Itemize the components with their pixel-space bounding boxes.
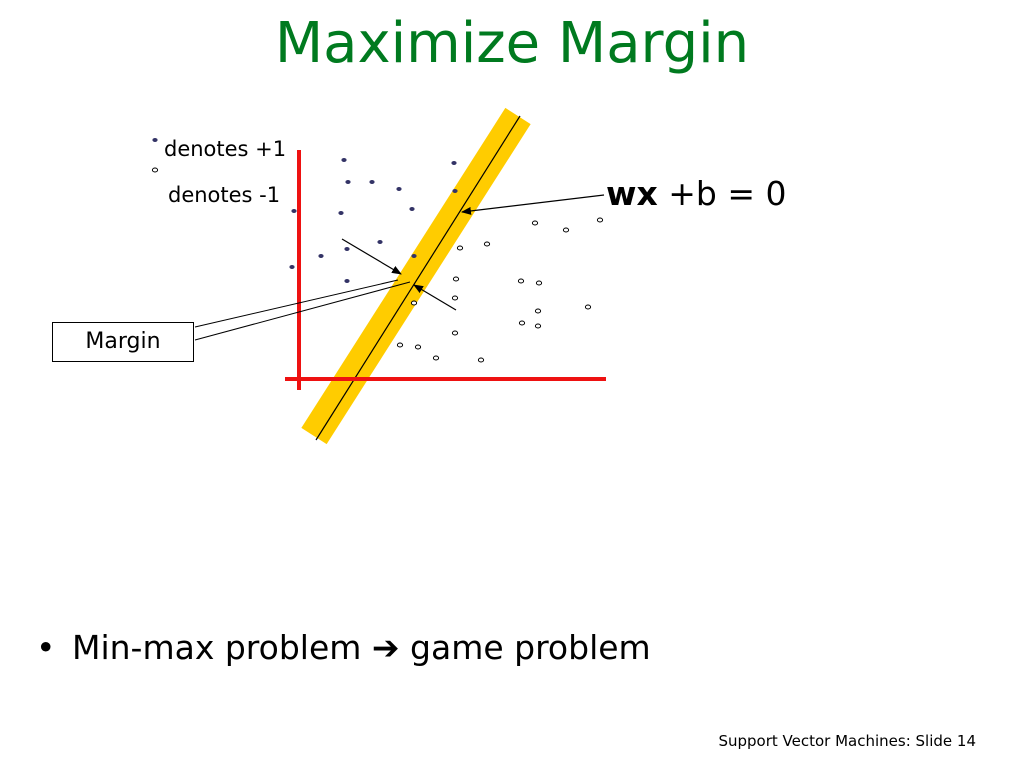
negative-point (534, 323, 542, 329)
positive-point (338, 211, 344, 215)
positive-point (369, 180, 375, 184)
positive-point (409, 207, 415, 211)
bullet-text-after: game problem (399, 628, 651, 667)
positive-points (289, 158, 458, 283)
equation-weight-term: wx (606, 174, 658, 213)
negative-point (483, 241, 491, 247)
right-arrow-icon: ➔ (371, 628, 400, 667)
negative-point (535, 280, 543, 286)
positive-point (344, 247, 350, 251)
positive-point (344, 279, 350, 283)
margin-callout-line-top (194, 279, 399, 328)
negative-point (451, 295, 459, 301)
positive-point (452, 189, 458, 193)
negative-point (451, 330, 459, 336)
negative-point (456, 245, 464, 251)
negative-point (562, 227, 570, 233)
negative-point (452, 276, 460, 282)
positive-point (396, 187, 402, 191)
negative-point (518, 320, 526, 326)
negative-point (432, 355, 440, 361)
decision-boundary-line (315, 115, 521, 441)
decision-boundary-equation: wx +b = 0 (606, 174, 787, 213)
positive-point (291, 209, 297, 213)
margin-lower-arrow (413, 284, 457, 311)
slide-footer: Support Vector Machines: Slide 14 (718, 732, 976, 750)
slide-title: Maximize Margin (274, 11, 750, 76)
positive-point (451, 161, 457, 165)
bullet-item: • Min-max problem ➔ game problem (36, 628, 651, 667)
equation-rest: +b = 0 (657, 174, 787, 213)
negative-point (410, 300, 418, 306)
margin-band (301, 107, 531, 445)
negative-point (396, 342, 404, 348)
positive-point (341, 158, 347, 162)
positive-point (411, 254, 417, 258)
negative-point (596, 217, 604, 223)
bullet-dot-icon: • (36, 628, 56, 667)
negative-point (534, 308, 542, 314)
negative-point (517, 278, 525, 284)
positive-point (345, 180, 351, 184)
negative-point (531, 220, 539, 226)
margin-callout-line-bottom (194, 281, 411, 341)
margin-callout-box: Margin (52, 322, 194, 362)
bullet-text-before: Min-max problem (72, 628, 372, 667)
negative-points (396, 217, 604, 363)
equation-pointer-arrow (461, 194, 605, 215)
negative-point (414, 344, 422, 350)
negative-point (477, 357, 485, 363)
positive-point (289, 265, 295, 269)
negative-point (584, 304, 592, 310)
positive-point (318, 254, 324, 258)
legend-positive-point (152, 138, 158, 142)
legend-negative-point (151, 167, 159, 173)
margin-upper-arrow (341, 238, 402, 275)
legend-positive-label: denotes +1 (164, 137, 287, 161)
positive-point (377, 240, 383, 244)
legend-negative-label: denotes -1 (168, 183, 281, 207)
